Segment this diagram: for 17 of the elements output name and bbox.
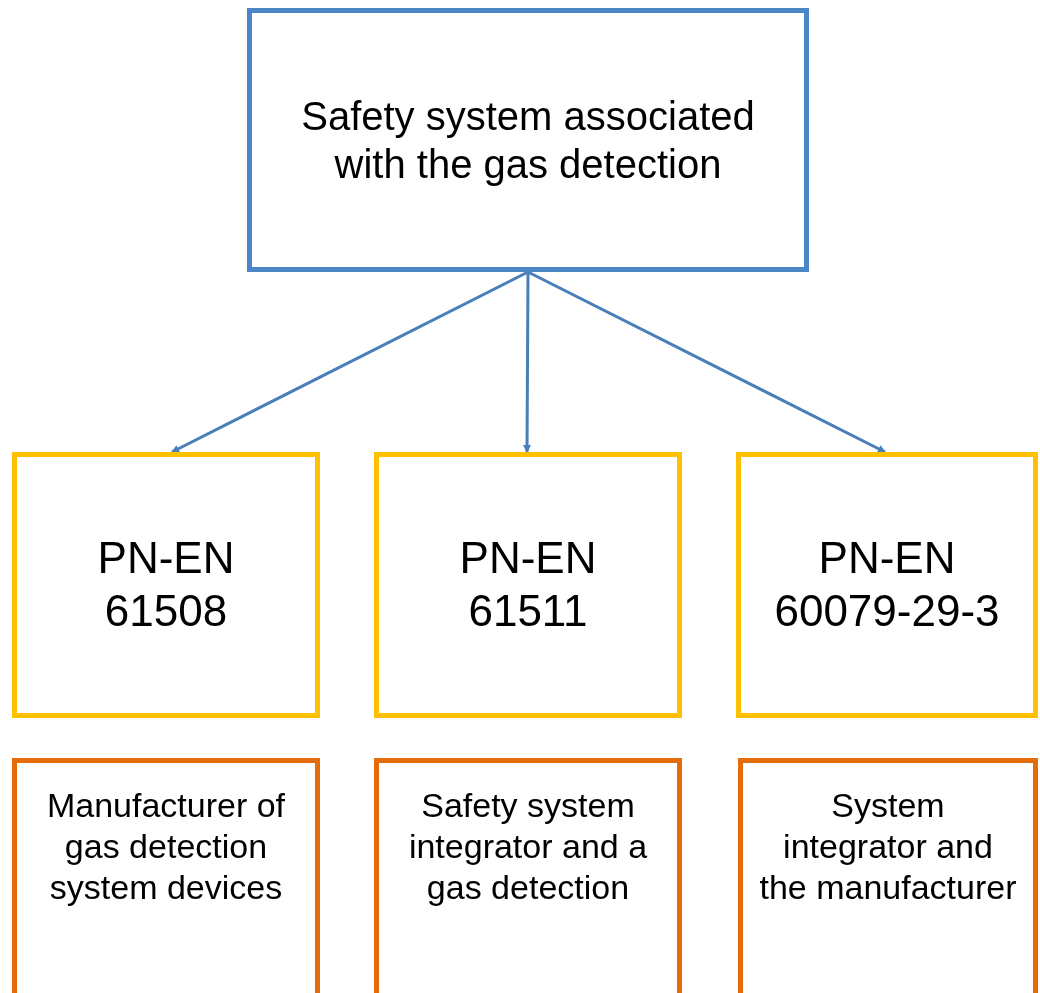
standard-box [12,452,320,718]
standard-box [374,452,682,718]
role-label: Manufacturer of gas detection system devices [45,785,287,908]
arrow [171,270,529,454]
role-box [738,758,1038,993]
role-label: System integrator and the manufacturer [759,785,1017,908]
box-title: Safety system associated with the gas detection [300,93,756,188]
role-label: Safety system integrator and a gas detection [407,785,649,908]
standard-label: PN-EN 61508 [96,532,236,637]
standard-box [736,452,1038,718]
process-box [247,8,809,272]
arrow [523,272,532,453]
standard-label: PN-EN 61511 [458,532,598,637]
standard-label: PN-EN 60079-29-3 [773,532,1001,637]
arrow [527,270,886,454]
role-box [12,758,320,993]
role-box [374,758,682,993]
